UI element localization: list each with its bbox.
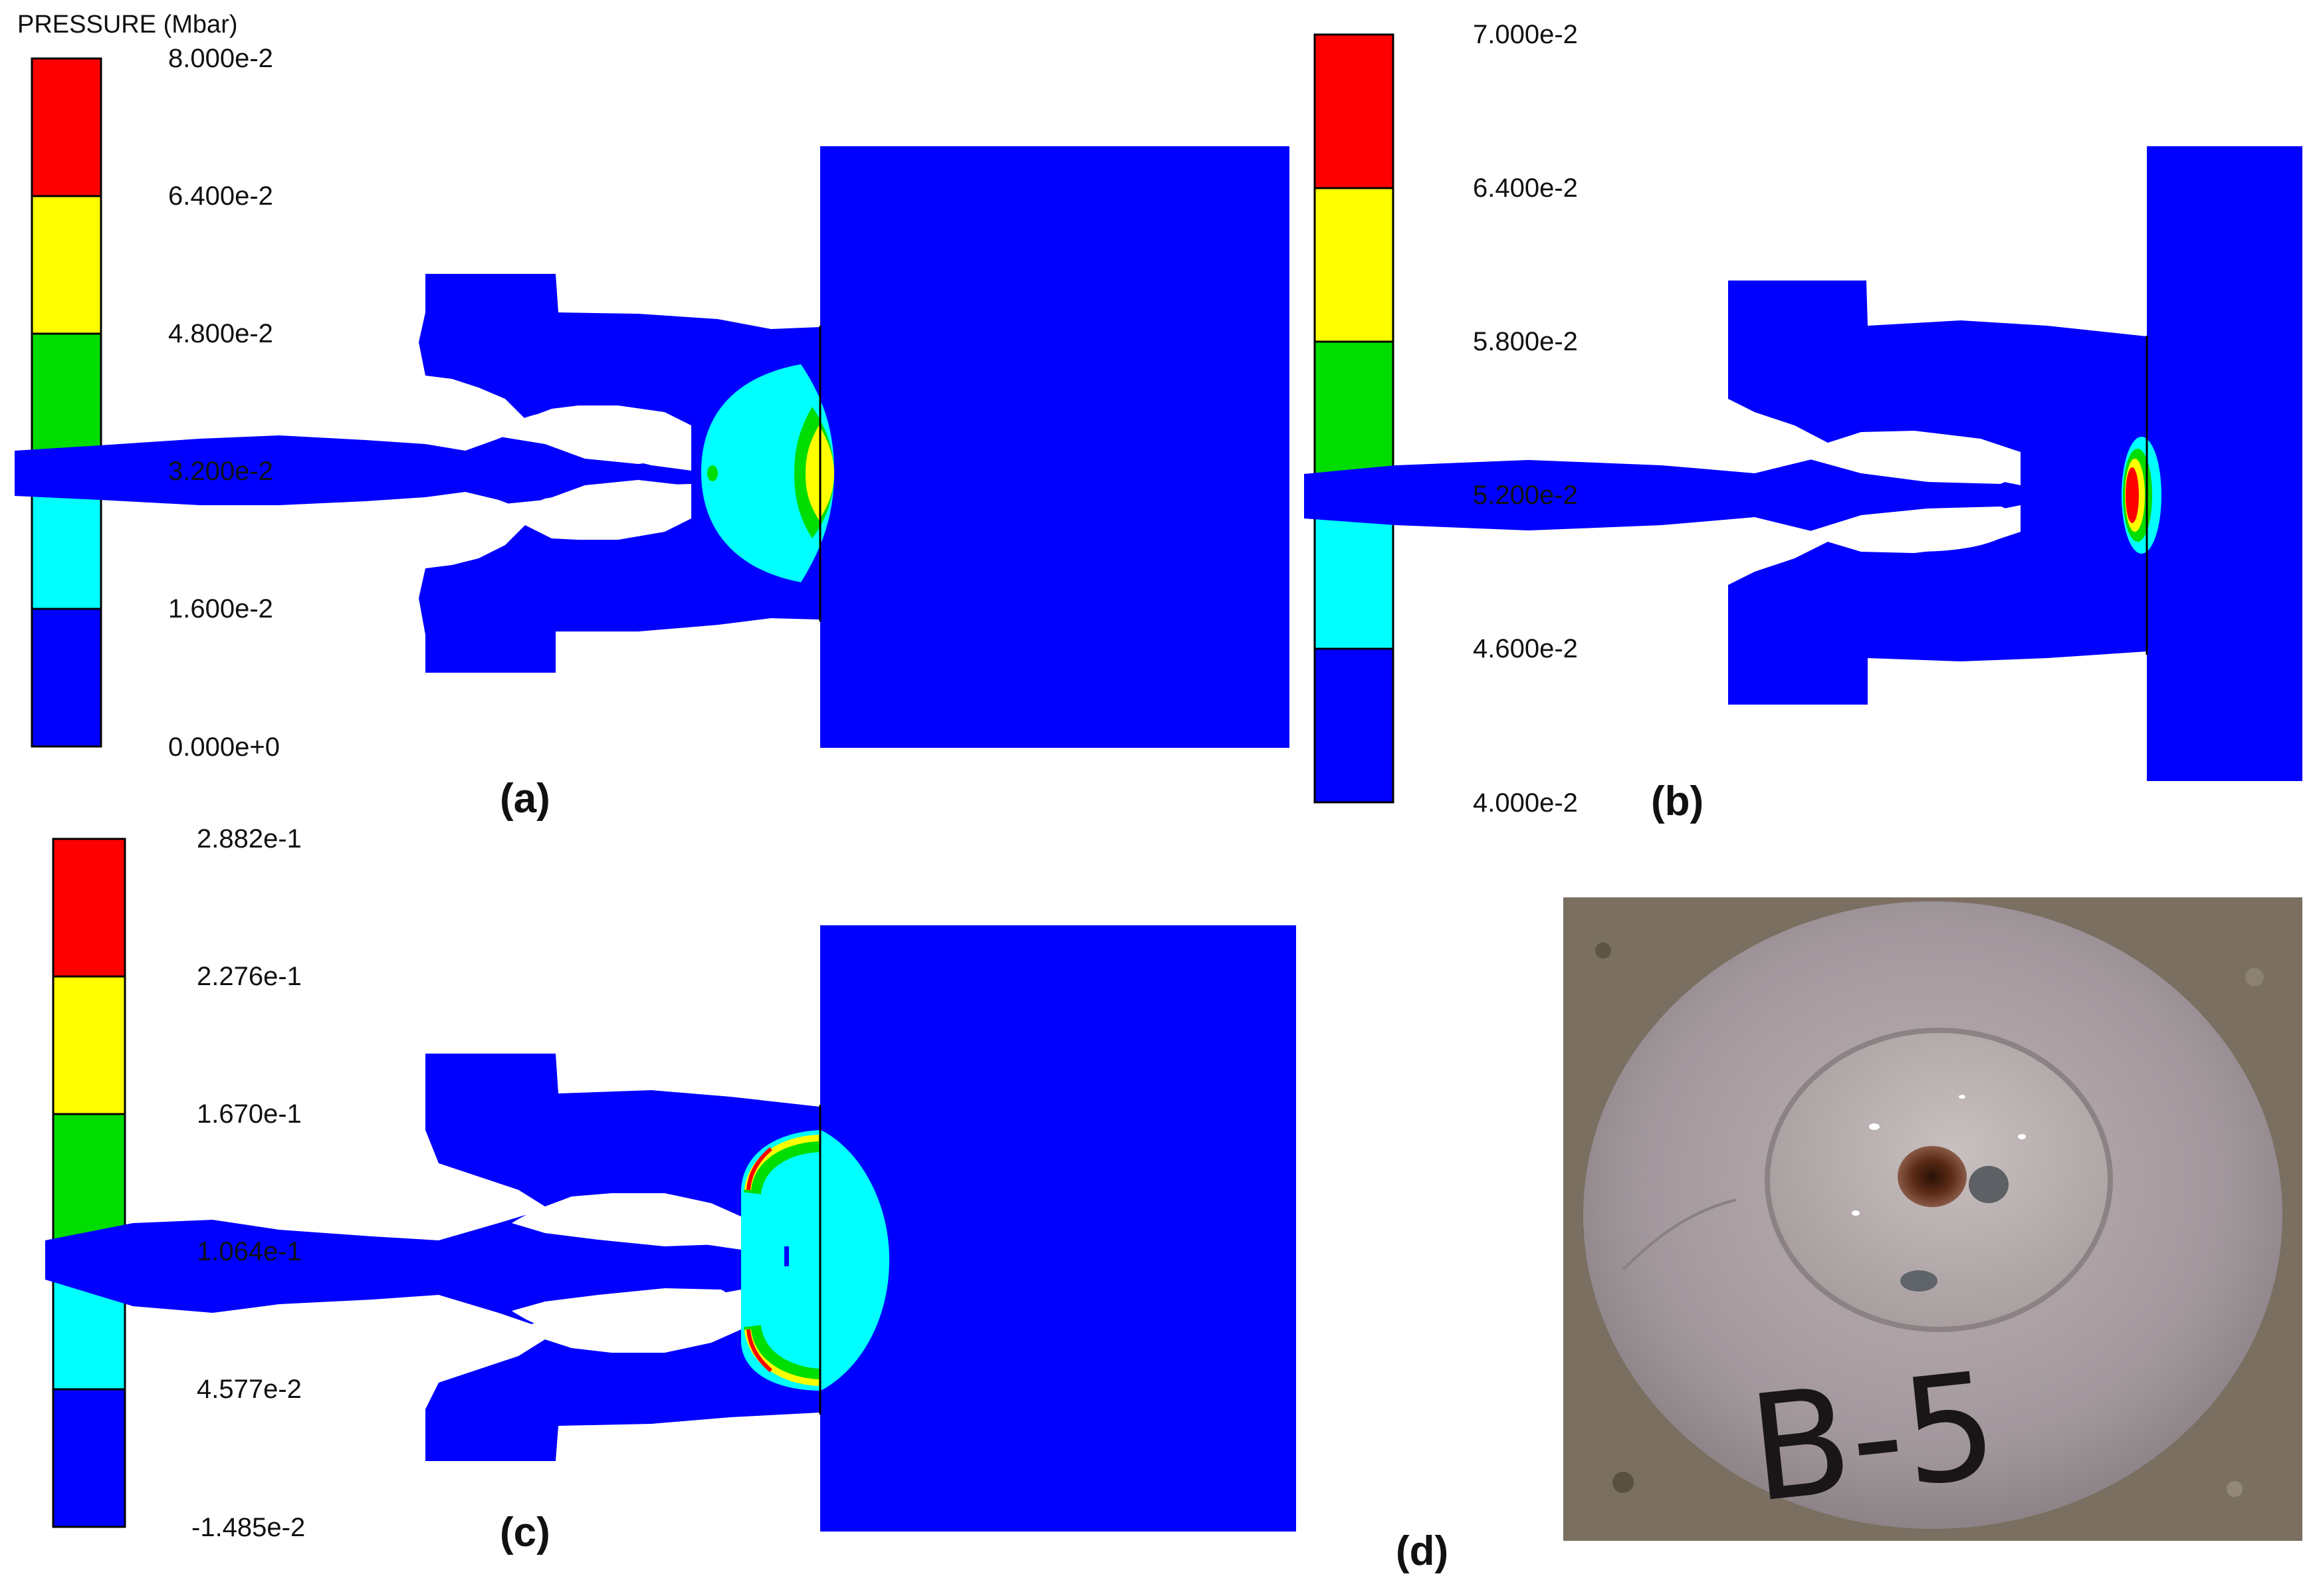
colorbar-a-red [31,57,102,197]
colorbar-c-level-2: 2.276e-1 [197,962,302,991]
pressure-wave-a [701,364,834,582]
cavity-upper-b [1808,435,2017,484]
colorbar-a-level-4: 3.200e-2 [168,457,273,486]
colorbar-b-yellow [1313,187,1394,343]
simulation-b [1304,146,2302,781]
colorbar-c-level-6: -1.485e-2 [191,1513,306,1542]
target-plate-b [2147,146,2302,781]
colorbar-a-blue [31,608,102,748]
projectile-jet-a [15,274,820,673]
colorbar-a-level-6: 0.000e+0 [168,733,280,762]
caption-a: (a) [500,776,550,822]
colorbar-c-yellow [52,975,126,1115]
target-plate-a [820,146,1289,748]
colorbar-c [52,838,126,1528]
caption-c: (c) [500,1510,550,1555]
spall-mark [2018,1134,2026,1139]
penetration-hole [1898,1146,1967,1207]
colorbar-c-level-3: 1.670e-1 [197,1099,302,1129]
colorbar-a-level-2: 6.400e-2 [168,181,273,211]
pressure-rim-green-c [744,1135,822,1386]
colorbar-b-level-2: 6.400e-2 [1473,173,1578,203]
colorbar-a-title: PRESSURE (Mbar) [17,11,238,39]
colorbar-c-level-1: 2.882e-1 [197,824,302,854]
colorbar-c-blue [52,1388,126,1528]
pressure-red-b [2126,467,2139,523]
plate-marking: B-5 [1742,1340,2005,1535]
colorbar-c-level-4: 1.064e-1 [197,1237,302,1266]
simulation-c [45,925,1296,1532]
cavity-lower-c [512,1288,733,1335]
colorbar-b-level-6: 4.000e-2 [1473,788,1578,818]
projectile-jet-b [1304,281,2147,705]
colorbar-a [31,57,102,748]
pressure-dot-a [707,465,718,481]
cavity-upper-c [512,1200,733,1246]
caption-d: (d) [1396,1528,1449,1574]
colorbar-c-level-5: 4.577e-2 [197,1375,302,1404]
target-plate-c [820,925,1296,1532]
spall-mark [1969,1166,2009,1203]
colorbar-b-red [1313,33,1394,189]
caption-b: (b) [1651,778,1704,824]
simulation-a [15,146,1289,748]
colorbar-b-level-5: 4.600e-2 [1473,634,1578,663]
gravel [2245,968,2264,986]
spall-mark [1869,1123,1880,1130]
spall-mark [1852,1210,1860,1216]
cavity-lower-b [1808,507,2017,552]
scratch [1622,1198,1737,1271]
panel-a [15,57,1289,748]
colorbar-b-level-1: 7.000e-2 [1473,20,1578,49]
colorbar-b [1313,33,1394,804]
colorbar-a-level-3: 4.800e-2 [168,319,273,348]
gravel [2227,1481,2243,1497]
colorbar-b-level-4: 5.200e-2 [1473,481,1578,510]
projectile-jet-c [45,1054,820,1461]
cavity-upper-a [492,411,691,464]
pressure-wave-c [741,1130,889,1391]
gravel [1612,1472,1634,1493]
colorbar-c-red [52,838,126,978]
pressure-dot-c [784,1246,789,1266]
colorbar-b-blue [1313,647,1394,804]
colorbar-b-level-3: 5.800e-2 [1473,327,1578,356]
gravel [1595,943,1611,959]
colorbar-a-level-5: 1.600e-2 [168,594,273,624]
target-photo: B-5 [1563,897,2302,1541]
target-photo-drawing: B-5 [1563,897,2302,1541]
panel-b [1304,33,2302,804]
panel-c [45,838,1296,1532]
cavity-lower-a [492,480,691,532]
spall-mark [1900,1270,1937,1292]
colorbar-a-level-1: 8.000e-2 [168,44,273,73]
spall-mark [1959,1095,1965,1099]
pressure-rim-red-c [746,1147,772,1373]
colorbar-a-yellow [31,195,102,335]
